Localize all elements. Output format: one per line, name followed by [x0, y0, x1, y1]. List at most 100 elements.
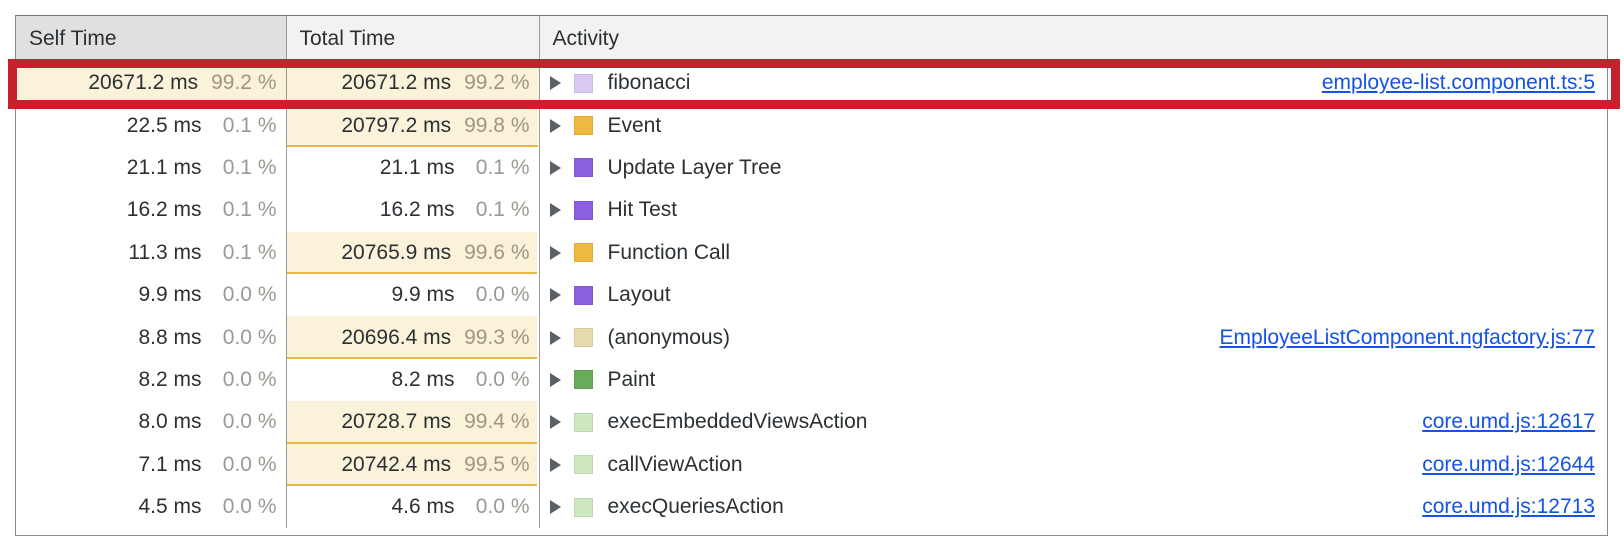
self-time-ms: 8.2 ms: [138, 367, 202, 391]
column-header-total-time[interactable]: Total Time: [286, 16, 540, 63]
scripting-pale-yellow-swatch: [573, 328, 593, 348]
column-header-activity-label: Activity: [552, 26, 620, 50]
self-time-ms: 20671.2 ms: [88, 71, 199, 95]
expand-triangle-icon[interactable]: [549, 76, 561, 91]
expand-triangle-icon[interactable]: [549, 330, 561, 345]
activity-name: Paint: [607, 367, 656, 391]
self-time-percent: 0.0 %: [222, 325, 277, 349]
rendering-purple-swatch: [573, 285, 593, 305]
expand-triangle-icon[interactable]: [549, 457, 561, 472]
expand-triangle-icon[interactable]: [549, 118, 561, 133]
total-time-ms: 20765.9 ms: [341, 240, 452, 264]
expand-triangle-icon[interactable]: [549, 500, 561, 515]
expand-triangle-icon[interactable]: [549, 203, 561, 218]
total-time-ms: 8.2 ms: [391, 367, 455, 391]
self-time-ms: 11.3 ms: [128, 240, 202, 264]
cell-activity: Event: [539, 104, 1607, 146]
scripting-pale-green-swatch: [573, 497, 593, 517]
source-location-link[interactable]: core.umd.js:12713: [1422, 495, 1595, 519]
expand-triangle-icon[interactable]: [549, 372, 561, 387]
activity-cell: callViewAction core.umd.js:12644: [540, 444, 1608, 486]
total-time-percent: 99.8 %: [464, 113, 530, 137]
activity-name: execQueriesAction: [607, 495, 784, 519]
activity-name: Layout: [607, 283, 671, 307]
cell-activity: fibonacci employee-list.component.ts:5: [539, 62, 1607, 104]
column-header-activity[interactable]: Activity: [539, 16, 1607, 63]
self-time-percent: 0.0 %: [222, 410, 277, 434]
expand-triangle-icon[interactable]: [549, 245, 561, 260]
self-time-ms: 21.1 ms: [126, 155, 202, 179]
expand-triangle-icon[interactable]: [549, 415, 561, 430]
column-header-self-time[interactable]: Self Time: [16, 16, 287, 63]
source-location-link[interactable]: core.umd.js:12617: [1422, 410, 1595, 434]
activity-cell: execQueriesAction core.umd.js:12713: [540, 486, 1608, 528]
expand-triangle-icon[interactable]: [549, 288, 561, 303]
scripting-pale-green-swatch: [573, 412, 593, 432]
cell-activity: Function Call: [539, 232, 1607, 274]
scripting-lavender-swatch: [573, 73, 593, 93]
column-header-total-time-label: Total Time: [299, 26, 396, 50]
expand-triangle-icon[interactable]: [549, 160, 561, 175]
self-time-ms: 16.2 ms: [126, 198, 202, 222]
activity-name: Event: [607, 113, 662, 137]
total-time-ms: 20671.2 ms: [341, 71, 452, 95]
rendering-purple-swatch: [573, 158, 593, 178]
activity-name: callViewAction: [607, 452, 743, 476]
activity-cell: Update Layer Tree: [540, 147, 1608, 189]
cell-activity: Paint: [539, 359, 1607, 401]
source-location-link[interactable]: core.umd.js:12644: [1422, 452, 1595, 476]
activity-name: fibonacci: [607, 71, 691, 95]
activity-name: Function Call: [607, 240, 731, 264]
source-location-link[interactable]: employee-list.component.ts:5: [1321, 71, 1595, 95]
scripting-pale-green-swatch: [573, 455, 593, 475]
activity-cell: Event: [540, 104, 1608, 146]
column-header-self-time-label: Self Time: [29, 26, 117, 50]
source-location-link[interactable]: EmployeeListComponent.ngfactory.js:77: [1219, 325, 1595, 349]
total-time-percent: 0.1 %: [475, 198, 530, 222]
self-time-ms: 22.5 ms: [126, 113, 202, 137]
total-time-percent: 0.0 %: [475, 283, 530, 307]
total-time-ms: 4.6 ms: [391, 495, 455, 519]
cell-activity: execQueriesAction core.umd.js:12713: [539, 486, 1607, 528]
self-time-ms: 9.9 ms: [138, 283, 202, 307]
